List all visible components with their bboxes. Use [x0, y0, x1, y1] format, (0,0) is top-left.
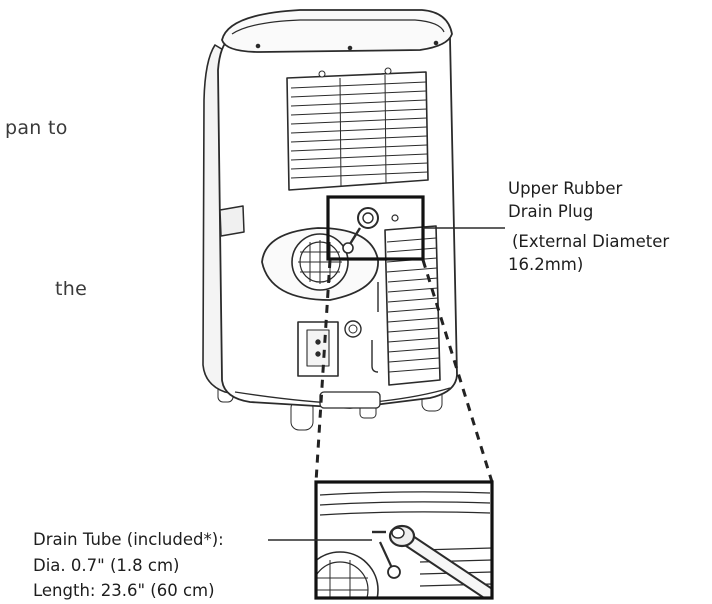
zoom-guide-lines: [314, 259, 494, 483]
upper-plug-label-line-4: 16.2mm): [508, 255, 584, 274]
drain-tube-icon: [372, 524, 492, 598]
ac-unit-body: [202, 9, 458, 431]
drain-plug-icon: [342, 207, 399, 254]
upper-plug-label-line-1: Upper Rubber: [508, 179, 623, 198]
left-text-line-2: the: [55, 278, 88, 300]
drain-tube-label-line-3: Length: 23.6" (60 cm): [33, 581, 215, 600]
upper-grille: [286, 67, 429, 191]
upper-plug-label-line-3: (External Diameter: [512, 232, 670, 251]
zoom-inset: [314, 480, 494, 600]
lower-grille: [384, 225, 441, 386]
drain-tube-label-line-2: Dia. 0.7" (1.8 cm): [33, 556, 180, 575]
drain-tube-label-line-1: Drain Tube (included*):: [33, 530, 224, 549]
left-text-line-1: pan to: [5, 117, 68, 139]
upper-plug-label-line-2: Drain Plug: [508, 202, 594, 221]
exhaust-port: [261, 227, 379, 301]
